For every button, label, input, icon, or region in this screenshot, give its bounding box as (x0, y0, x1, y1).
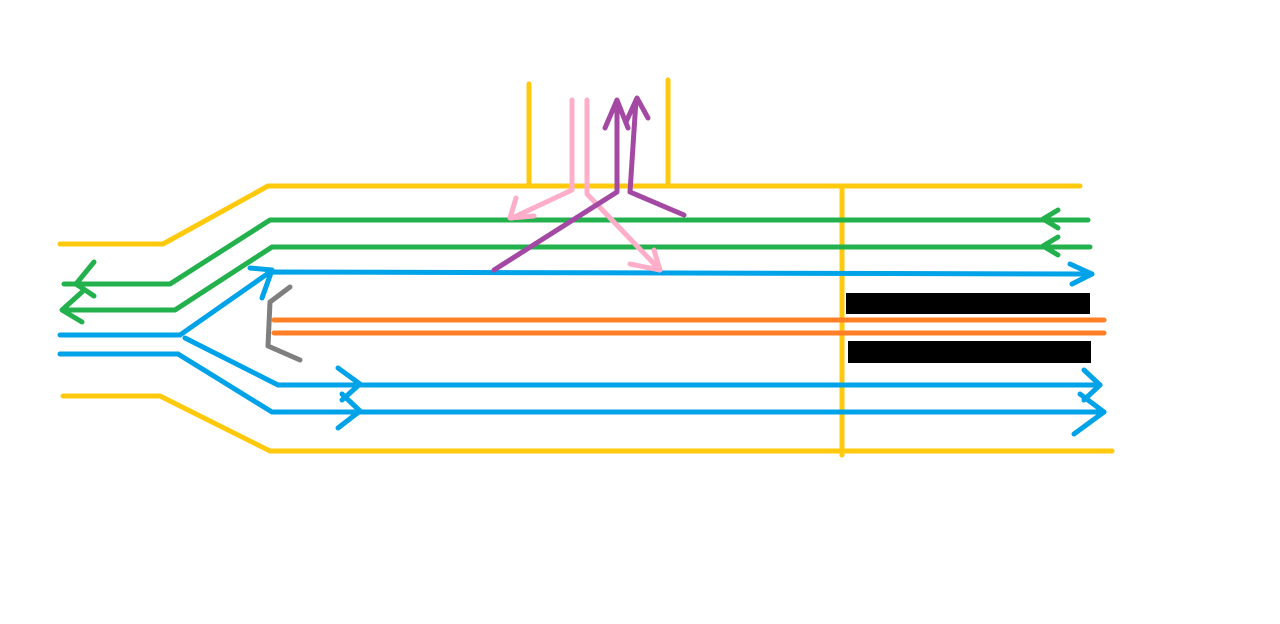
side-road-in-left-arrowhead (507, 195, 537, 221)
side-road-out-lane-left (491, 99, 620, 273)
road-edge-south (60, 393, 1115, 454)
road-edge-north (57, 183, 1083, 247)
eastbound-lane-1 (182, 335, 1103, 388)
median-rails (271, 317, 1107, 336)
eastbound-lane-1-mid-arrowhead (335, 365, 363, 403)
side-road-out-right-arrowhead (623, 95, 651, 125)
westbound-lane-2 (61, 244, 1093, 313)
westbound-lanes (59, 207, 1093, 325)
platforms (846, 293, 1091, 363)
side-road-in-lanes (507, 97, 663, 273)
eastbound-lanes (57, 261, 1107, 437)
westbound-lane-2-arrowhead (1040, 234, 1061, 258)
westbound-exit-arrowhead-2 (59, 289, 85, 325)
side-road-out-left-arrowhead (602, 97, 631, 131)
side-road-out-lane-right (627, 97, 687, 218)
side-road-in-lane-left (509, 97, 575, 221)
side-road-out-lanes (491, 95, 687, 273)
median-barrier (265, 284, 303, 363)
platform-south (848, 341, 1091, 363)
eastbound-split-arrowhead (247, 265, 275, 301)
eastbound-lane-2-arrowhead (1071, 391, 1107, 437)
eastbound-lane-split-arrowhead (1067, 261, 1095, 287)
westbound-lane-1 (61, 217, 1091, 287)
westbound-exit-arrowhead-1 (73, 259, 97, 299)
eastbound-lane-2 (175, 351, 1107, 415)
eastbound-lane-2-mid-arrowhead (335, 391, 363, 431)
platform-north (846, 293, 1090, 314)
westbound-lane-1-arrowhead (1040, 207, 1061, 231)
side-road-in-right-arrowhead (627, 247, 663, 273)
eastbound-lane-1-arrowhead (1081, 367, 1103, 403)
side-road-in-lane-right (584, 97, 663, 273)
